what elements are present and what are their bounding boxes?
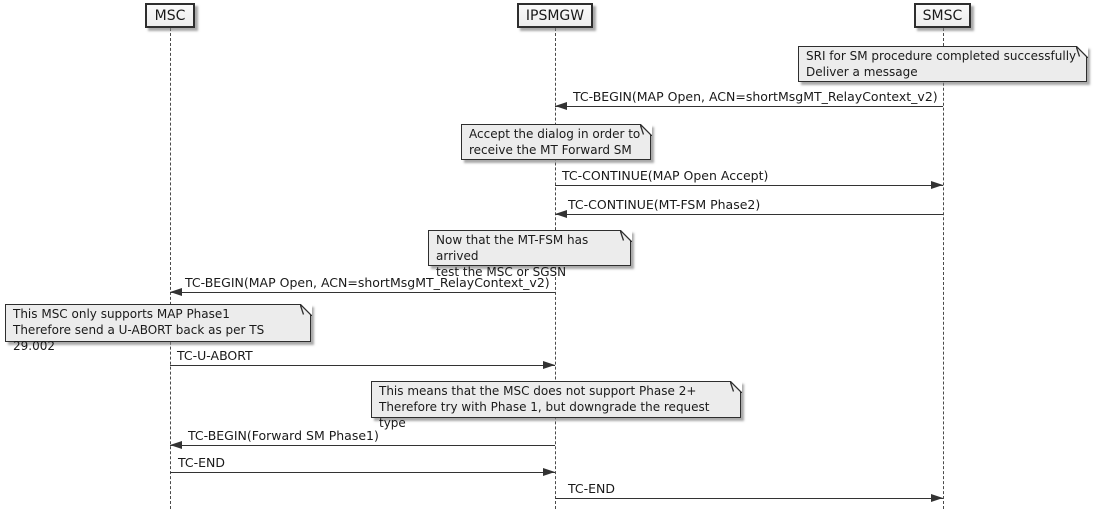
participant-msc: MSC xyxy=(145,3,195,28)
note-accept-dialog: Accept the dialog in order to receive th… xyxy=(461,123,652,160)
arrowhead-left-icon xyxy=(170,441,182,449)
participant-ipsmgw: IPSMGW xyxy=(517,3,593,28)
participant-ipsmgw-label: IPSMGW xyxy=(525,7,585,24)
note-downgrade-request: This means that the MSC does not support… xyxy=(371,380,742,430)
message-label: TC-CONTINUE(MAP Open Accept) xyxy=(562,168,769,183)
note-sri-deliver: SRI for SM procedure completed successfu… xyxy=(798,45,1088,82)
message-line xyxy=(170,365,555,366)
participant-smsc: SMSC xyxy=(914,3,971,28)
message-label: TC-END xyxy=(568,481,616,496)
lifeline-msc xyxy=(170,28,171,509)
note-text: This means that the MSC does not support… xyxy=(379,384,710,430)
note-mtfsm-arrived: Now that the MT-FSM has arrived test the… xyxy=(428,229,632,279)
message-label: TC-CONTINUE(MT-FSM Phase2) xyxy=(568,197,761,212)
note-fold-icon xyxy=(1075,45,1088,58)
note-text: Now that the MT-FSM has arrived test the… xyxy=(436,233,589,279)
message-line xyxy=(170,445,555,446)
note-msc-phase1-uabort: This MSC only supports MAP Phase1 Theref… xyxy=(5,303,312,353)
message-label: TC-BEGIN(MAP Open, ACN=shortMsgMT_RelayC… xyxy=(573,89,938,104)
note-fold-icon xyxy=(729,380,742,393)
note-fold-icon xyxy=(639,123,652,136)
arrowhead-left-icon xyxy=(555,102,567,110)
message-label: TC-BEGIN(Forward SM Phase1) xyxy=(188,428,379,443)
participant-msc-label: MSC xyxy=(154,7,186,24)
lifeline-ipsmgw xyxy=(555,28,556,509)
arrowhead-left-icon xyxy=(555,210,567,218)
arrowhead-right-icon xyxy=(543,468,555,476)
note-text: Accept the dialog in order to receive th… xyxy=(469,127,641,157)
note-text: SRI for SM procedure completed successfu… xyxy=(806,49,1077,79)
message-line xyxy=(555,214,943,215)
message-label: TC-U-ABORT xyxy=(177,348,253,363)
arrowhead-left-icon xyxy=(170,288,182,296)
note-fold-icon xyxy=(619,229,632,242)
message-label: TC-END xyxy=(178,455,226,470)
message-label: TC-BEGIN(MAP Open, ACN=shortMsgMT_RelayC… xyxy=(185,275,550,290)
arrowhead-right-icon xyxy=(543,361,555,369)
participant-smsc-label: SMSC xyxy=(922,7,963,24)
arrowhead-right-icon xyxy=(931,181,943,189)
arrowhead-right-icon xyxy=(931,494,943,502)
message-line xyxy=(170,472,555,473)
note-text: This MSC only supports MAP Phase1 Theref… xyxy=(13,307,265,353)
note-fold-icon xyxy=(299,303,312,316)
message-line xyxy=(170,292,555,293)
message-line xyxy=(555,185,943,186)
message-line xyxy=(555,498,943,499)
lifeline-smsc xyxy=(943,28,944,509)
message-line xyxy=(555,106,943,107)
